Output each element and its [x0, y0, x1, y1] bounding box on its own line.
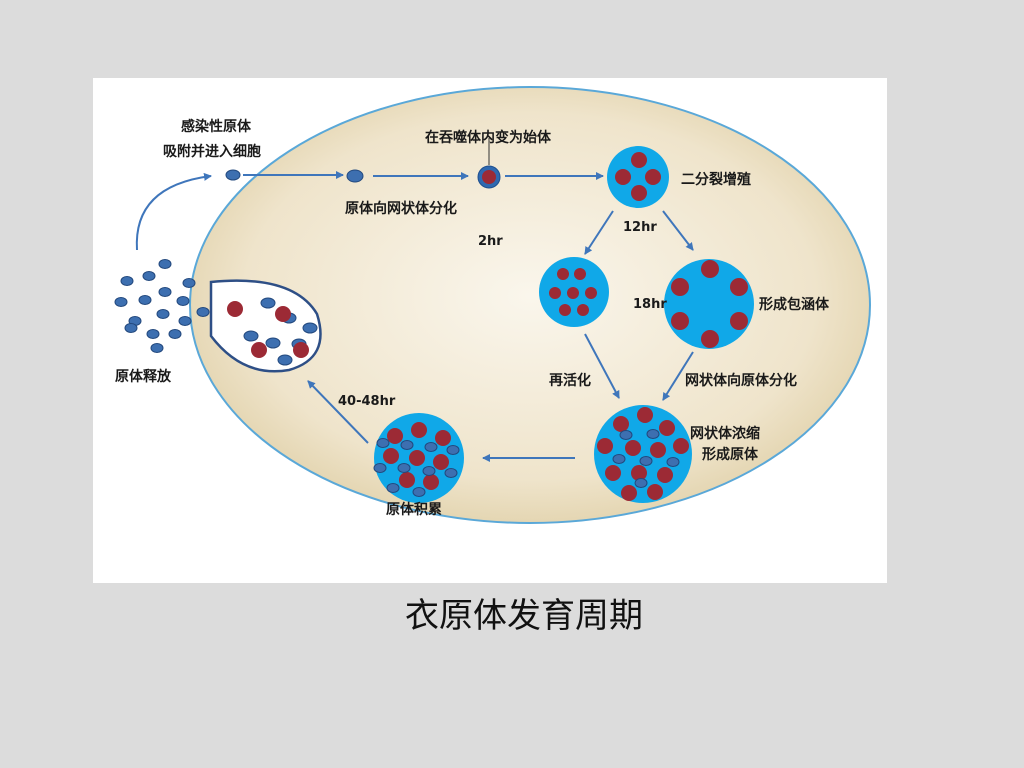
slide-panel: 感染性原体 吸附并进入细胞 在吞噬体内变为始体 原体向网状体分化 二分裂增殖 2…	[93, 78, 887, 583]
label-differentiate: 原体向网状体分化	[345, 200, 457, 217]
label-40-48hr: 40-48hr	[338, 394, 396, 409]
label-condense-1: 网状体浓缩	[690, 425, 760, 442]
released-elementary-bodies	[114, 259, 210, 353]
vacuole-contents	[227, 297, 318, 366]
label-condense-2: 形成原体	[702, 446, 759, 463]
small-rb	[539, 257, 609, 327]
arrow-entry-curve	[135, 172, 212, 251]
binary-fission-rb	[607, 146, 669, 208]
condensing-inclusion	[594, 405, 692, 503]
label-inclusion: 形成包涵体	[759, 296, 830, 313]
chlamydia-cycle-diagram: 感染性原体 吸附并进入细胞 在吞噬体内变为始体 原体向网状体分化 二分裂增殖 2…	[114, 86, 871, 524]
entering-elementary-body	[225, 169, 241, 181]
arrow-rb-to-eb	[662, 351, 694, 401]
arrow-to-release	[307, 380, 369, 444]
arrow-rb-left	[584, 210, 614, 255]
label-release: 原体释放	[115, 368, 172, 385]
host-cell	[189, 86, 871, 524]
label-12hr: 12hr	[623, 220, 657, 235]
arrow-rb-right	[662, 210, 694, 251]
arrow-reactivate	[584, 333, 620, 399]
label-accumulate: 原体积累	[386, 501, 442, 518]
label-infect: 感染性原体	[181, 118, 252, 135]
phagosome-body	[477, 138, 501, 189]
accumulated-inclusion	[373, 413, 464, 503]
inclusion-rb	[664, 259, 754, 349]
internalized-elementary-body	[346, 169, 364, 183]
label-reactivate: 再活化	[549, 372, 591, 389]
label-phagosome: 在吞噬体内变为始体	[425, 129, 552, 146]
label-binary-fission: 二分裂增殖	[681, 171, 751, 188]
label-adsorb: 吸附并进入细胞	[163, 143, 261, 160]
label-2hr: 2hr	[478, 234, 503, 249]
slide-caption: 衣原体发育周期	[405, 596, 643, 636]
label-rb-to-eb: 网状体向原体分化	[685, 372, 797, 389]
label-18hr: 18hr	[633, 297, 667, 312]
